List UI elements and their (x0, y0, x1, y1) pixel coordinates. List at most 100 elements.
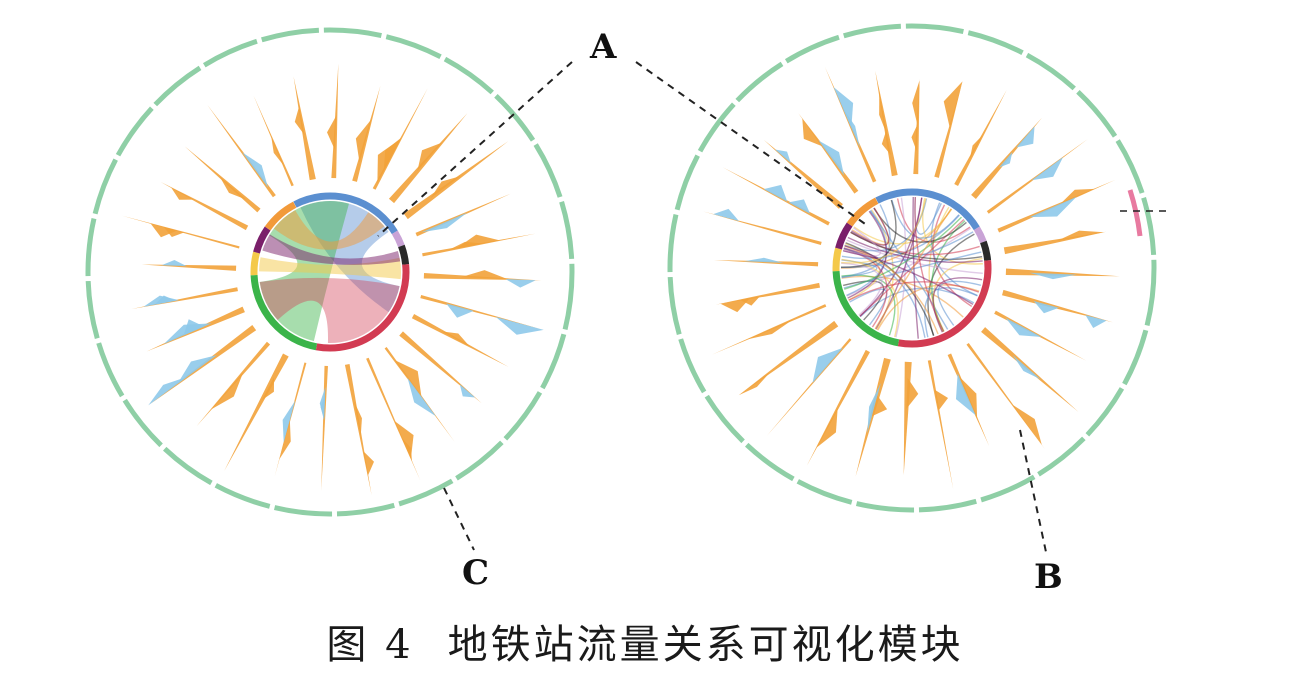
callout-b-leader (1019, 429, 1047, 553)
chord-ribbon (262, 234, 401, 265)
inflow-bulge (713, 208, 740, 222)
chord-ribbon (259, 277, 400, 343)
outflow-spoke (420, 295, 540, 329)
chord-ring-arc (832, 247, 842, 272)
outflow-spoke (713, 260, 819, 267)
chord-link (841, 262, 883, 316)
callout-a-leader-right (635, 61, 869, 227)
left-radial-panel (85, 27, 575, 517)
outflow-spoke (763, 139, 843, 209)
chord-link (842, 245, 879, 259)
outflow-bulge (150, 223, 177, 238)
outflow-bulge (969, 135, 983, 160)
callout-c-leader (443, 487, 475, 551)
outflow-spoke (875, 70, 898, 177)
outflow-bulge (449, 241, 483, 250)
outflow-bulge (911, 123, 918, 152)
inflow-bulge (818, 140, 845, 176)
outflow-bulge (460, 270, 508, 280)
outflow-spoke (722, 167, 830, 226)
chord-link (874, 208, 952, 330)
outflow-spoke (712, 304, 827, 355)
chord-ring-arc (832, 270, 900, 347)
outflow-bulge (881, 130, 891, 156)
chord-ring-arc (253, 226, 271, 254)
outflow-spoke (855, 357, 891, 477)
inflow-bulge (148, 376, 188, 406)
inflow-bulge (1005, 317, 1042, 337)
chord-ribbon (259, 257, 401, 280)
inflow-bulge (867, 383, 881, 434)
outflow-bulge (958, 376, 978, 419)
outflow-spoke (703, 211, 822, 245)
inflow-bulge (775, 149, 791, 164)
outflow-bulge (327, 115, 337, 150)
chord-link (844, 216, 963, 290)
chord-link (848, 281, 980, 301)
outflow-bulge (1060, 188, 1095, 204)
chord-ring-arc (835, 222, 853, 250)
inflow-bulge (407, 377, 436, 417)
callout-b-label: B (1034, 557, 1063, 597)
outflow-spoke (927, 360, 954, 490)
outflow-bulge (417, 142, 442, 172)
chord-ring-arc (250, 274, 318, 351)
outflow-spoke (403, 141, 509, 220)
inflow-bulge (1012, 355, 1041, 380)
outflow-bulge (171, 187, 194, 200)
chord-link (844, 245, 939, 335)
inflow-bulge (1029, 272, 1077, 280)
outflow-bulge (802, 118, 823, 147)
outflow-spoke (766, 338, 852, 436)
outflow-spoke (715, 282, 821, 305)
chord-ring-arc (398, 244, 410, 265)
outflow-spoke (321, 365, 328, 491)
inflow-bulge (788, 199, 811, 214)
outflow-bulge (363, 451, 374, 476)
inflow-bulge (1033, 300, 1059, 314)
outflow-spoke (274, 362, 307, 477)
inflow-bulge (505, 279, 536, 288)
chord-link (847, 210, 887, 299)
outflow-bulge (906, 377, 919, 409)
outflow-bulge (219, 176, 247, 200)
outflow-spoke (738, 320, 839, 396)
chord-link (859, 197, 923, 317)
outflow-bulge (271, 136, 285, 167)
chord-ring-arc (875, 188, 980, 231)
inflow-bulge (319, 387, 326, 420)
outflow-spoke (253, 95, 294, 187)
outflow-spoke (971, 117, 1042, 199)
outflow-bulge (816, 407, 838, 448)
figure-caption-number: 图 4 (326, 622, 414, 668)
inflow-bulge (763, 184, 788, 202)
outflow-bulge (355, 119, 372, 163)
inflow-bulge (998, 151, 1013, 168)
outflow-spoke (399, 331, 482, 404)
outflow-bulge (294, 106, 305, 135)
outflow-bulge (871, 395, 888, 417)
inflow-bulge (446, 303, 474, 318)
chord-ring-arc (315, 264, 410, 352)
outflow-bulge (740, 296, 760, 306)
outflow-bulge (912, 80, 920, 126)
outflow-spoke (966, 342, 1046, 450)
outflow-bulge (1056, 230, 1104, 241)
inflow-bulge (495, 316, 544, 335)
chord-link (851, 207, 890, 246)
outflow-bulge (401, 437, 412, 462)
chord-ring-arc (250, 251, 260, 276)
chord-link (891, 199, 960, 239)
inflow-bulge (421, 212, 468, 233)
outflow-bulge (430, 175, 461, 199)
outer-ring (85, 27, 575, 517)
inflow-bulge (154, 295, 176, 305)
chord-ring-arc (897, 260, 992, 348)
outflow-spoke (994, 310, 1087, 361)
outflow-spoke (224, 353, 289, 471)
outflow-bulge (354, 401, 362, 437)
outflow-bulge (943, 81, 963, 129)
outflow-bulge (394, 359, 422, 397)
outflow-bulge (1012, 404, 1042, 445)
